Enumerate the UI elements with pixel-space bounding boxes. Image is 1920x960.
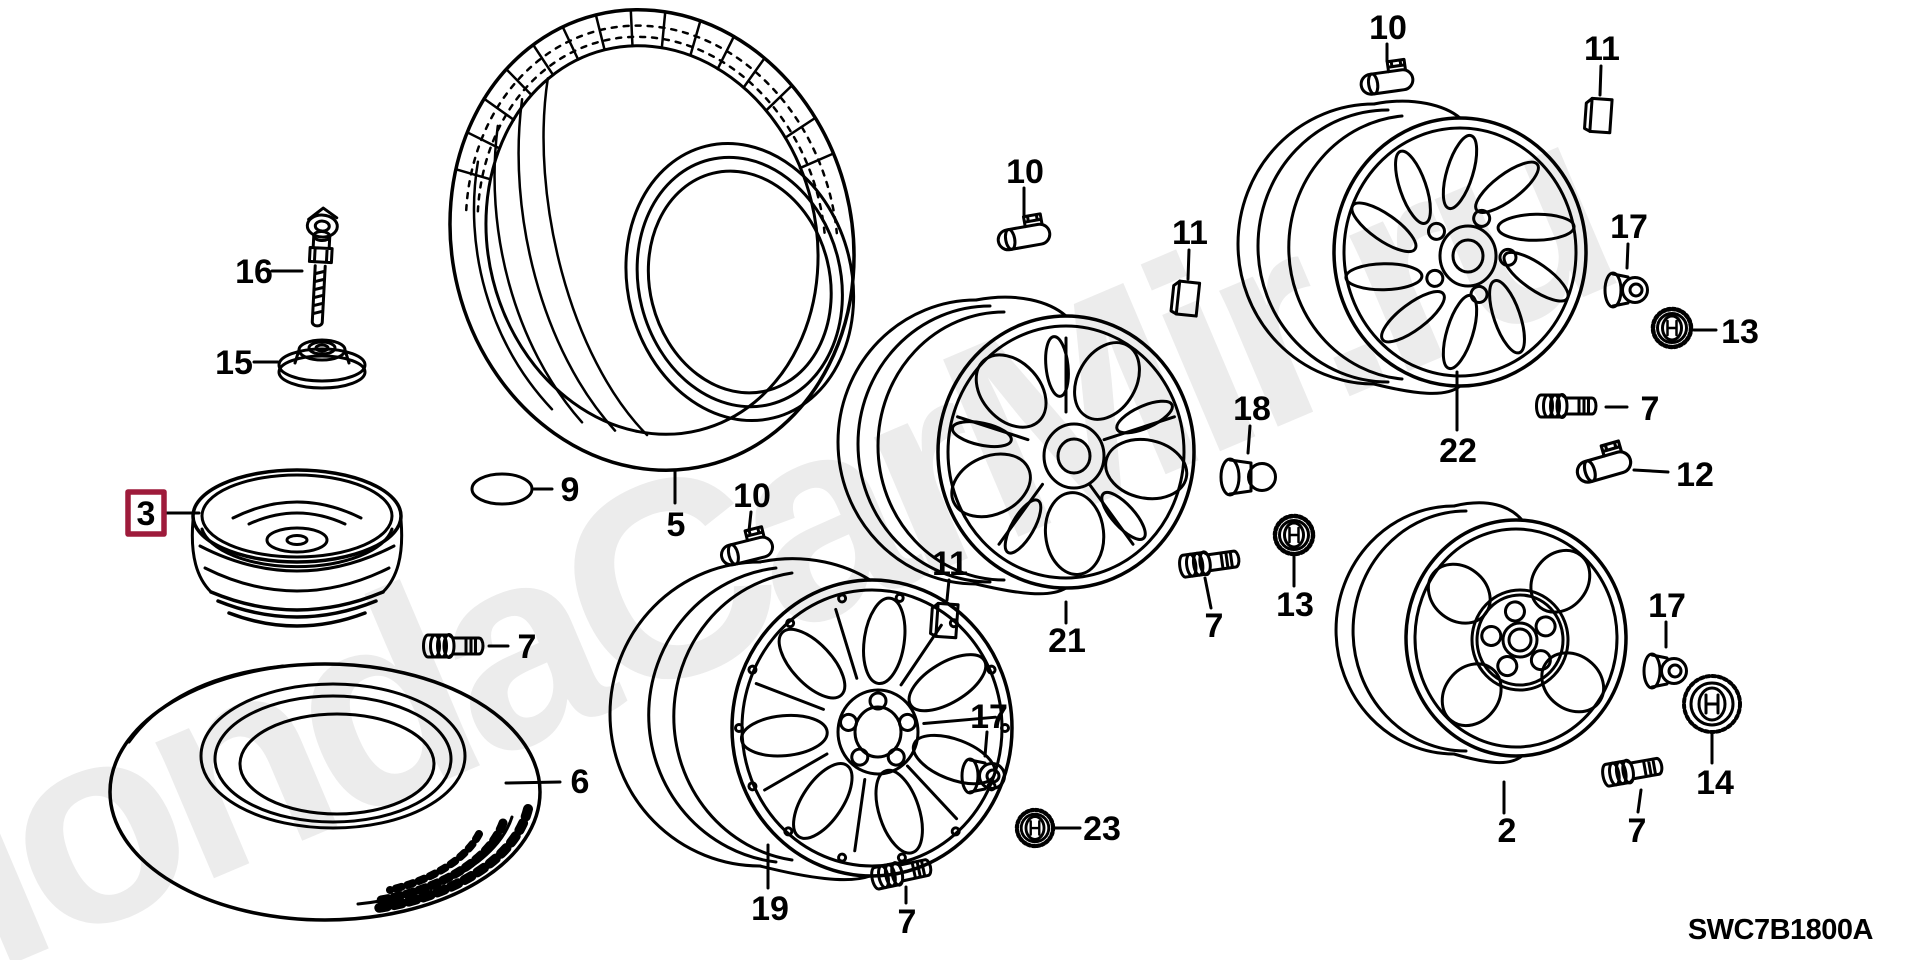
trim-ring-9-part [470,472,534,506]
alloy-wheel-21-part [836,295,1196,596]
callout-18[interactable]: 18 [1233,390,1271,428]
balance-weight-10-part [993,211,1053,253]
center-cap-13-part [1275,516,1313,554]
callout-7a[interactable]: 7 [518,628,537,666]
watermark-text: HondaCarMir.ru [0,49,1643,960]
callout-5[interactable]: 5 [667,506,686,544]
center-cap-23-part [1017,810,1053,846]
steel-wheel-2-part [1334,501,1628,765]
alloy-wheel-22-part [1236,99,1588,395]
callout-17b[interactable]: 17 [1610,208,1648,246]
grommet-15-part [277,338,367,390]
callout-12[interactable]: 12 [1676,456,1714,494]
callout-7b[interactable]: 7 [898,903,917,941]
callout-7d[interactable]: 7 [1641,390,1660,428]
callout-17c[interactable]: 17 [1648,587,1686,625]
callout-2[interactable]: 2 [1498,812,1517,850]
callout-21[interactable]: 21 [1048,622,1086,660]
callout-14[interactable]: 14 [1696,764,1734,802]
callout-11a[interactable]: 11 [932,545,968,583]
diagram-code: SWC7B1800A [1688,914,1874,946]
tire-6-part [108,662,542,922]
callout-6[interactable]: 6 [571,763,590,801]
highlight-box-3[interactable] [125,489,167,537]
callout-22[interactable]: 22 [1439,432,1477,470]
valve-7-part [1535,393,1598,419]
callout-10c[interactable]: 10 [1369,9,1407,47]
callout-13a[interactable]: 13 [1276,586,1314,624]
leader-lines [164,42,1718,905]
callout-3-highlighted[interactable]: 3 [137,495,156,533]
callout-15[interactable]: 15 [215,344,253,382]
balance-weight-10-part [1356,57,1416,98]
valve-7-part [1176,545,1242,580]
wheel-nut-17-part [960,757,1006,795]
callout-10b[interactable]: 10 [1006,153,1044,191]
alloy-wheel-19-part [608,557,1014,882]
callout-13b[interactable]: 13 [1721,313,1759,351]
balance-weight-12-part [1570,437,1635,487]
weight-block-11-part [1582,96,1614,135]
valve-stem-16-part [305,206,339,328]
callout-19[interactable]: 19 [751,890,789,928]
callout-23[interactable]: 23 [1083,810,1121,848]
callout-16[interactable]: 16 [235,253,273,291]
steel-rim-3-part [190,468,404,628]
wheel-nut-17-part [1642,652,1688,690]
tire-5-part [448,8,856,472]
callout-11b[interactable]: 11 [1172,214,1208,252]
callout-9[interactable]: 9 [561,471,580,509]
callout-7c[interactable]: 7 [1205,607,1224,645]
callout-11c[interactable]: 11 [1584,30,1620,68]
callout-7e[interactable]: 7 [1628,812,1647,850]
callout-17a[interactable]: 17 [970,698,1008,736]
valve-7-part [1599,752,1666,789]
center-cap-13-part [1653,309,1691,347]
hub-cap-14-part [1682,674,1742,734]
callout-10a[interactable]: 10 [733,477,771,515]
